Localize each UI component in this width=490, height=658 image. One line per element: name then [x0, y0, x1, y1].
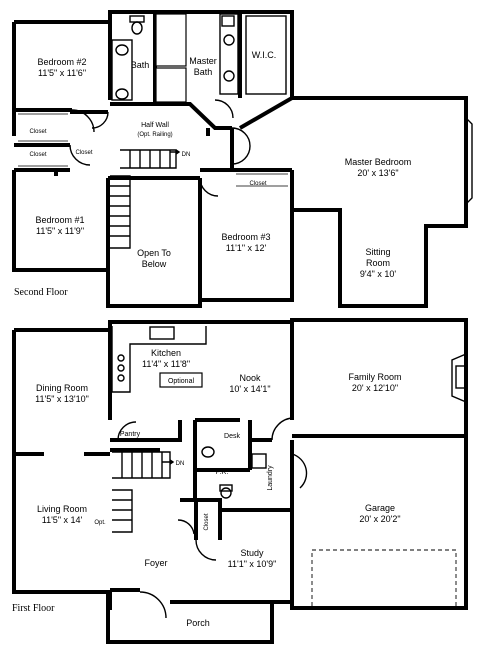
sitting-room-dims: 9'4" x 10' — [360, 269, 396, 279]
half-wall-name: Half Wall — [141, 122, 169, 129]
closet-shelves — [18, 113, 288, 187]
kitchen-dims: 11'4" x 11'8" — [142, 359, 190, 369]
first-floor-outer-walls — [12, 318, 468, 644]
master-vanity — [219, 13, 239, 95]
pr-toilet-tank — [219, 484, 233, 492]
pantry-label: Pantry — [120, 431, 141, 438]
fireplace-hearth — [455, 365, 467, 389]
closet-d-label: Closet — [249, 181, 266, 187]
garage-dims: 20' x 20'2" — [359, 514, 400, 524]
wic-name: W.I.C. — [252, 50, 277, 60]
second-floor-dn-label: DN — [182, 152, 191, 158]
sitting-room-name: Sitting — [365, 247, 390, 257]
burner-2 — [117, 364, 125, 372]
pr-toilet-bowl — [220, 487, 232, 499]
laundry-label: Laundry — [267, 465, 274, 491]
first-floor-stair — [112, 451, 171, 533]
first-floor-closet-label: Closet — [204, 513, 210, 530]
garage-name: Garage — [365, 503, 395, 513]
foyer-label: Foyer — [144, 558, 167, 568]
toilet-tank — [129, 15, 145, 23]
kitchen-name: Kitchen — [151, 348, 181, 358]
bedroom3-name: Bedroom #3 — [221, 232, 270, 242]
first-floor-interior-walls — [14, 322, 466, 610]
master-sink-2 — [223, 70, 235, 82]
first-floor-dn-label: DN — [176, 461, 185, 467]
dn-arrow — [170, 149, 181, 155]
dining-room-dims: 11'5" x 13'10" — [35, 394, 89, 404]
fireplace — [451, 353, 467, 403]
pr-label: P.R. — [216, 469, 229, 476]
master-bedroom-name: Master Bedroom — [345, 157, 412, 167]
desk-label: Desk — [224, 433, 240, 440]
half-wall-name2: (Opt. Railing) — [137, 132, 172, 138]
dining-room-name: Dining Room — [36, 383, 88, 393]
second-floor-caption: Second Floor — [14, 287, 68, 298]
bath-vanity — [111, 39, 133, 101]
master-sink-1 — [223, 34, 235, 46]
porch-label: Porch — [186, 618, 210, 628]
first-floor: Kitchen 11'4" x 11'8" Optional Nook 10' … — [12, 318, 468, 644]
kitchen-sink — [149, 326, 175, 340]
open-to-below-name2: Below — [142, 259, 167, 269]
nook-name: Nook — [239, 373, 261, 383]
optional-island — [159, 372, 203, 388]
bath-name: Bath — [131, 60, 150, 70]
master-bedroom-bay — [465, 117, 473, 205]
toilet-bowl — [131, 21, 143, 35]
burner-1 — [117, 354, 125, 362]
family-room-dims: 20' x 12'10" — [352, 383, 398, 393]
study-name: Study — [240, 548, 264, 558]
second-floor: Bedroom #2 11'5" x 11'6" Bath Master Bat… — [12, 10, 473, 308]
master-bath-name2: Bath — [194, 67, 213, 77]
first-floor-door-swings — [117, 417, 308, 619]
first-floor-dn-arrow — [162, 459, 175, 465]
sitting-room-name2: Room — [366, 258, 390, 268]
study-dims: 11'1" x 10'9" — [228, 559, 277, 569]
closet-b-label: Closet — [29, 152, 46, 158]
pr-sink — [201, 446, 215, 458]
bedroom2-dims: 11'5" x 11'6" — [38, 68, 86, 78]
garage-door — [311, 549, 457, 606]
closet-a-label: Closet — [29, 129, 46, 135]
second-floor-interior-walls — [14, 12, 294, 300]
opt-label: Opt. — [94, 520, 106, 526]
wic-shelf — [245, 15, 287, 95]
burner-3 — [117, 374, 125, 382]
bath-sink-2 — [115, 88, 129, 100]
second-floor-door-swings — [69, 99, 251, 197]
first-floor-caption: First Floor — [12, 603, 55, 614]
master-bath-name: Master — [189, 56, 217, 66]
kitchen-counter — [111, 326, 207, 393]
bedroom3-dims: 11'1" x 12' — [226, 243, 267, 253]
master-bedroom-dims: 20' x 13'6" — [357, 168, 398, 178]
shower — [155, 67, 187, 103]
bedroom2-name: Bedroom #2 — [37, 57, 86, 67]
family-room-name: Family Room — [348, 372, 401, 382]
bedroom1-name: Bedroom #1 — [35, 215, 84, 225]
washer — [251, 453, 267, 469]
bath-tub — [155, 13, 187, 67]
bedroom1-dims: 11'5" x 11'9" — [36, 226, 84, 236]
second-floor-stair — [110, 149, 177, 249]
bath-sink-1 — [115, 44, 129, 56]
optional-label: Optional — [168, 378, 195, 385]
closet-c-label: Closet — [75, 150, 92, 156]
living-room-name: Living Room — [37, 504, 87, 514]
living-room-dims: 11'5" x 14' — [42, 515, 83, 525]
nook-dims: 10' x 14'1" — [229, 384, 270, 394]
master-toilet — [221, 15, 235, 27]
open-to-below-name: Open To — [137, 248, 171, 258]
